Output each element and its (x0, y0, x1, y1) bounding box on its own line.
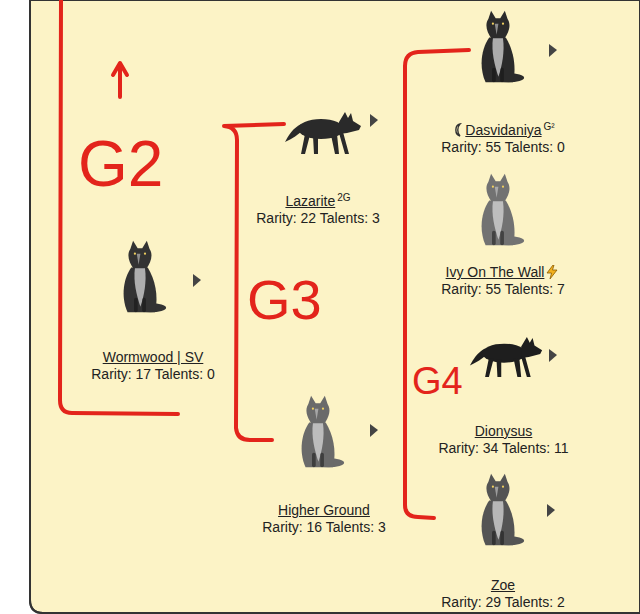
wolf-name: Wormwood | SV (103, 349, 204, 366)
generation-label: G4 (412, 362, 463, 400)
pedigree-entry: ZoeRarity: 29 Talents: 2 (439, 577, 567, 611)
wolf-picture (482, 474, 524, 545)
wolf-picture (285, 112, 361, 154)
page-margin (0, 0, 29, 614)
wolf-name: Dionysus (475, 423, 533, 440)
generation-label: G2 (78, 132, 163, 196)
panel (30, 0, 640, 613)
generation-badge: G² (544, 122, 555, 132)
name-line: DasvidaniyaG² (439, 122, 567, 139)
lightning-shape (547, 265, 557, 279)
generation-badge: 2G (337, 193, 350, 203)
lightning-icon (546, 265, 558, 279)
pedigree-entry: Higher GroundRarity: 16 Talents: 3 (260, 502, 388, 536)
rarity-talents: Rarity: 29 Talents: 2 (439, 594, 567, 611)
wolf-picture (482, 174, 524, 246)
name-line: Ivy On The Wall (439, 264, 567, 281)
pedigree-entry: Wormwood | SVRarity: 17 Talents: 0 (89, 349, 217, 383)
moon-icon (453, 123, 463, 137)
pedigree-entry: Lazarite2GRarity: 22 Talents: 3 (254, 193, 382, 227)
wolf-picture (482, 11, 524, 83)
rarity-talents: Rarity: 22 Talents: 3 (254, 210, 382, 227)
rarity-talents: Rarity: 55 Talents: 0 (439, 139, 567, 156)
wolf-name: Dasvidaniya (465, 122, 541, 139)
generation-label: G3 (247, 272, 322, 328)
expand-arrow (370, 114, 378, 127)
pedigree-entry: DionysusRarity: 34 Talents: 11 (436, 423, 571, 457)
wolf-name: Zoe (491, 577, 515, 594)
rarity-talents: Rarity: 16 Talents: 3 (260, 519, 388, 536)
wolf-picture (124, 241, 166, 313)
wolf-name: Higher Ground (278, 502, 370, 519)
moon-shape (456, 124, 460, 136)
name-line: Dionysus (436, 423, 571, 440)
rarity-talents: Rarity: 34 Talents: 11 (436, 440, 571, 457)
panel-border (30, 0, 640, 613)
expand-arrow (549, 44, 557, 57)
expand-arrow (549, 349, 557, 362)
wolf-picture (470, 337, 542, 377)
rarity-talents: Rarity: 55 Talents: 7 (439, 281, 567, 298)
expand-arrow (370, 424, 378, 437)
name-line: Wormwood | SV (89, 349, 217, 366)
name-line: Zoe (439, 577, 567, 594)
rarity-talents: Rarity: 17 Talents: 0 (89, 366, 217, 383)
wolf-picture (302, 396, 344, 468)
expand-arrow (193, 274, 201, 287)
name-line: Lazarite2G (254, 193, 382, 210)
up-arrow (113, 63, 127, 97)
wolf-name: Ivy On The Wall (446, 264, 545, 281)
expand-arrow (547, 504, 555, 517)
pedigree-entry: Ivy On The WallRarity: 55 Talents: 7 (439, 264, 567, 298)
red-annotations (60, 0, 469, 518)
name-line: Higher Ground (260, 502, 388, 519)
wolf-name: Lazarite (285, 193, 335, 210)
pedigree-entry: DasvidaniyaG²Rarity: 55 Talents: 0 (439, 122, 567, 156)
